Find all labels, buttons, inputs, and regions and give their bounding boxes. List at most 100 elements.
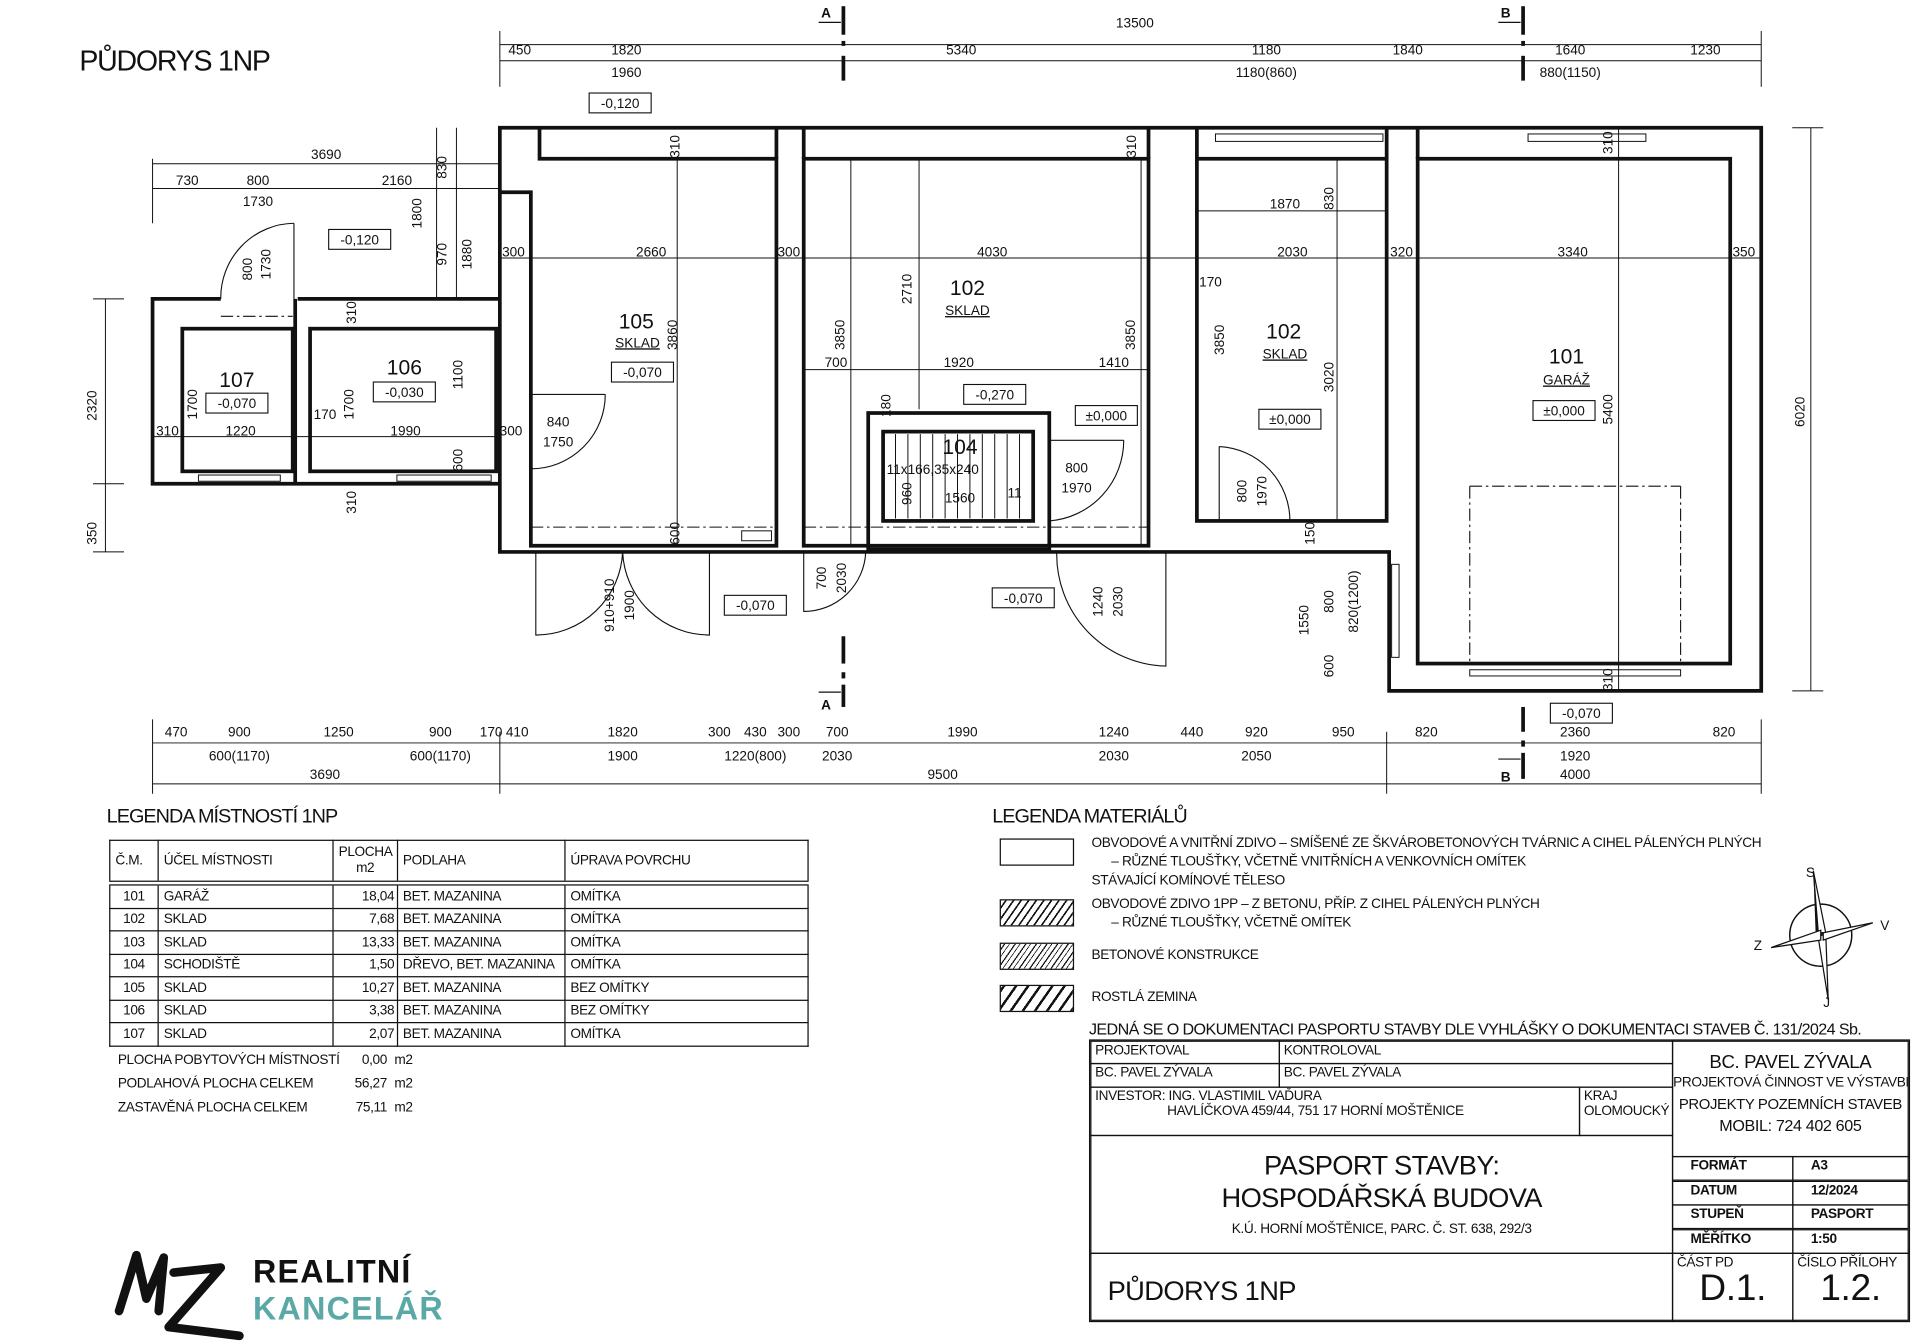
material-text: BETONOVÉ KONSTRUKCE xyxy=(1091,947,1259,963)
summary-label: ZASTAVĚNÁ PLOCHA CELKEM xyxy=(117,1100,308,1116)
dimension-label: 1800 xyxy=(410,198,425,229)
material-text: OBVODOVÉ ZDIVO 1PP – Z BETONU, PŘÍP. Z C… xyxy=(1091,896,1540,912)
dimension-label: 1970 xyxy=(1061,480,1092,495)
projektoval-label: PROJEKTOVAL xyxy=(1090,1040,1280,1065)
summary-label: PODLAHOVÁ PLOCHA CELKEM xyxy=(117,1076,314,1092)
dimension-label: 1240 xyxy=(1099,725,1130,740)
dimension-label: 1730 xyxy=(243,194,274,209)
summary-unit: m2 xyxy=(394,1076,413,1092)
dimension-label: 6020 xyxy=(1793,396,1808,427)
dimension-label: 2160 xyxy=(382,173,413,188)
dimension-label: 3340 xyxy=(1558,245,1589,260)
dimension-label: 310 xyxy=(156,423,179,438)
dimension-label: 170 xyxy=(314,407,337,422)
dimension-label: 830 xyxy=(1321,187,1336,210)
dimension-label: 600(1170) xyxy=(209,748,270,763)
room-number-cell: 101 xyxy=(109,882,159,909)
level-box xyxy=(372,381,436,403)
section-mark-a: A xyxy=(821,697,831,712)
dimension-label: 4030 xyxy=(977,245,1008,260)
dimension-label: 950 xyxy=(1332,725,1355,740)
level-box xyxy=(1549,702,1613,724)
dimension-label: 410 xyxy=(506,725,529,740)
material-text: STÁVAJÍCÍ KOMÍNOVÉ TĚLESO xyxy=(1091,873,1285,889)
room-use-cell: SKLAD xyxy=(157,999,334,1024)
opening-lines xyxy=(220,158,1682,664)
dimension-label: 2030 xyxy=(1277,245,1308,260)
dimension-label: 2030 xyxy=(1099,748,1130,763)
dimension-label: 1750 xyxy=(543,435,574,450)
company-logo: REALITNÍ KANCELÁŘ xyxy=(109,1243,481,1342)
dimension-label: 1220 xyxy=(225,423,256,438)
dimension-label: 1180(860) xyxy=(1236,65,1297,80)
room-use-cell: GARÁŽ xyxy=(157,882,334,909)
header-floor: PODLAHA xyxy=(396,839,566,886)
dimension-label: 820 xyxy=(1713,725,1736,740)
room-floor-cell: BET. MAZANINA xyxy=(396,1022,566,1047)
room-name: SKLAD xyxy=(615,335,660,350)
dimension-label: 9500 xyxy=(927,767,958,782)
dimension-label: 1230 xyxy=(1690,43,1721,58)
dimension-label: 310 xyxy=(344,301,359,324)
dimension-label: 1960 xyxy=(611,65,642,80)
section-mark-b: B xyxy=(1501,5,1511,20)
header-finish: ÚPRAVA POVRCHU xyxy=(564,839,809,886)
dimension-lines xyxy=(93,31,1824,794)
dimension-label: 3850 xyxy=(1212,324,1227,355)
summary-unit: m2 xyxy=(394,1100,413,1116)
room-finish-cell: BEZ OMÍTKY xyxy=(564,999,809,1024)
compass-z: Z xyxy=(1754,938,1762,953)
dimension-label: 2030 xyxy=(1110,586,1125,617)
cast-cell: ČÁST PD D.1. xyxy=(1671,1252,1794,1321)
dimension-label: 1900 xyxy=(607,748,638,763)
dimension-label: 13500 xyxy=(1116,15,1154,30)
table-header-row: Č.M. ÚČEL MÍSTNOSTI PLOCHA m2 PODLAHA ÚP… xyxy=(109,839,809,886)
dimension-label: 310 xyxy=(1600,668,1615,691)
dimension-label: 1550 xyxy=(1297,605,1312,636)
dimension-label: 150 xyxy=(1303,522,1318,545)
swatch-basement-wall xyxy=(999,899,1075,927)
dimension-label: 450 xyxy=(508,43,531,58)
dimension-label: 4000 xyxy=(1560,767,1591,782)
kraj-cell: KRAJ OLOMOUCKÝ xyxy=(1578,1086,1674,1137)
dimension-label: 2030 xyxy=(822,748,853,763)
room-area-cell: 18,04 xyxy=(332,882,398,909)
section-mark-b: B xyxy=(1501,769,1511,784)
level-box xyxy=(205,392,269,414)
dimension-label: 600 xyxy=(451,448,466,471)
level-mark: -0,120 xyxy=(601,96,640,111)
dimension-label: 1100 xyxy=(451,360,466,390)
level-box xyxy=(963,383,1027,405)
header-use: ÚČEL MÍSTNOSTI xyxy=(157,839,334,886)
investor-cell: INVESTOR: ING. VLASTIMIL VAĎURA HAVLÍČKO… xyxy=(1090,1086,1581,1137)
room-floor-cell: BET. MAZANINA xyxy=(396,930,566,955)
dimension-label: 730 xyxy=(176,173,199,188)
dimension-label: 3850 xyxy=(1123,319,1138,350)
room-floor-cell: BET. MAZANINA xyxy=(396,999,566,1024)
kraj-value: OLOMOUCKÝ xyxy=(1583,1103,1670,1119)
dimension-label: 3690 xyxy=(310,767,341,782)
dimension-label: 170 xyxy=(480,725,503,740)
project-title-line: HOSPODÁŘSKÁ BUDOVA xyxy=(1221,1182,1542,1214)
level-box xyxy=(991,587,1055,609)
dimension-label: 11x166,35x240 xyxy=(887,462,980,477)
level-mark: ±0,000 xyxy=(1269,412,1311,427)
prop-value: 1:50 xyxy=(1792,1228,1909,1254)
dimension-label: 910+910 xyxy=(602,578,617,632)
room-name: GARÁŽ xyxy=(1543,372,1590,387)
dimension-label: 1990 xyxy=(947,725,978,740)
company-line: PROJEKTY POZEMNÍCH STAVEB xyxy=(1678,1095,1902,1113)
header-number: Č.M. xyxy=(109,839,159,886)
level-mark: ±0,000 xyxy=(1543,404,1585,419)
dimension-label: 320 xyxy=(1390,245,1413,260)
dimension-label: 2030 xyxy=(834,562,849,593)
dimension-label: 600 xyxy=(668,522,683,545)
section-mark-a: A xyxy=(821,5,831,20)
level-mark: -0,070 xyxy=(1562,706,1601,721)
cast-value: D.1. xyxy=(1699,1267,1767,1309)
room-floor-cell: BET. MAZANINA xyxy=(396,882,566,909)
room-area-cell: 7,68 xyxy=(332,907,398,932)
dimension-label: 1410 xyxy=(1099,355,1130,370)
